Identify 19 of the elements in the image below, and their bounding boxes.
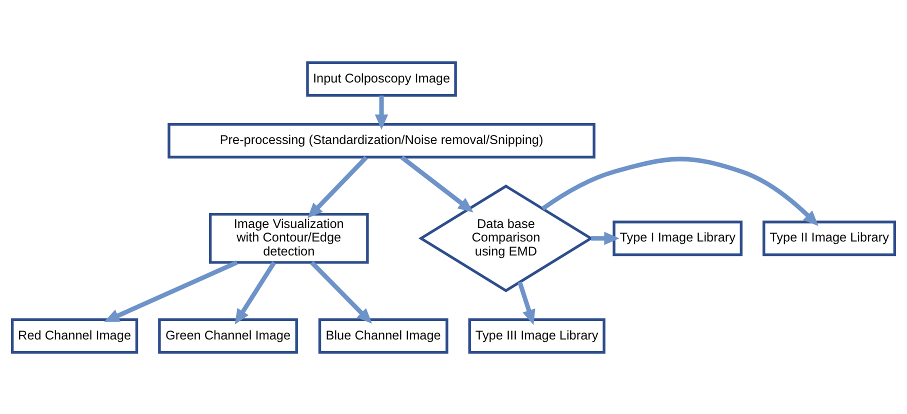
node-box: Green Channel Image	[158, 318, 298, 354]
node-box: Red Channel Image	[10, 318, 138, 354]
node-box: Type II Image Library	[762, 220, 896, 256]
node-diamond: Data base Comparison using EMD	[418, 184, 594, 292]
arrow	[541, 156, 818, 226]
node-box: Image Visualization with Contour/Edge detection	[208, 212, 369, 264]
arrow	[308, 155, 368, 218]
arrow	[104, 260, 238, 322]
node-box: Type III Image Library	[468, 318, 606, 354]
arrow	[374, 95, 388, 130]
node-box: Pre-processing (Standardization/Noise removal/Snipping)	[168, 122, 596, 158]
node-box: Input Colposcopy Image	[306, 60, 457, 96]
arrow	[400, 154, 474, 212]
arrow	[591, 231, 620, 245]
node-box: Blue Channel Image	[318, 318, 448, 354]
arrow	[310, 260, 372, 324]
arrow	[518, 280, 536, 324]
node-box: Type I Image Library	[612, 220, 743, 256]
arrow	[234, 260, 276, 324]
